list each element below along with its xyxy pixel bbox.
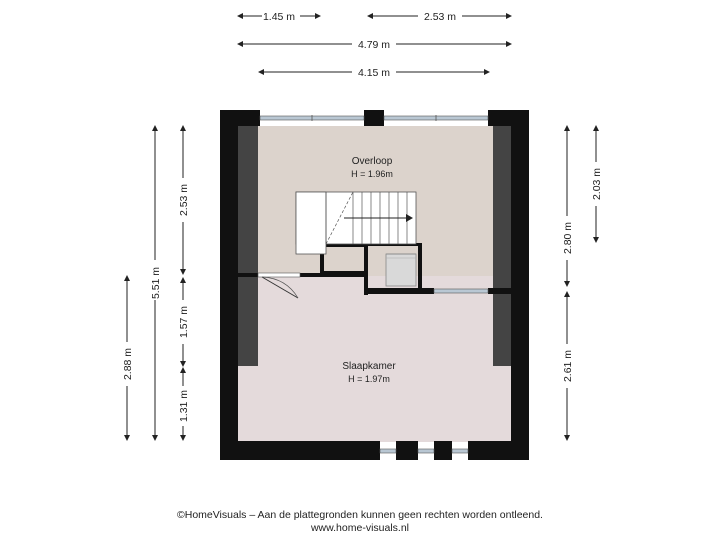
dim-left-middle: 1.57 m bbox=[178, 306, 190, 338]
top-windows bbox=[259, 115, 489, 121]
storage-cupboard bbox=[385, 253, 417, 287]
dim-right-upper-outer: 2.03 m bbox=[591, 168, 603, 200]
footer-disclaimer: ©HomeVisuals – Aan de plattegronden kunn… bbox=[177, 509, 543, 521]
outer-walls bbox=[220, 110, 529, 460]
dim-top-right: 2.53 m bbox=[424, 11, 456, 23]
dim-right-upper: 2.80 m bbox=[562, 222, 574, 254]
interior-walls bbox=[238, 243, 512, 295]
slaapkamer-floor bbox=[237, 276, 512, 442]
dim-top-left: 1.45 m bbox=[263, 11, 295, 23]
room-height-overloop: H = 1.96m bbox=[351, 169, 393, 179]
dim-left-total: 5.51 m bbox=[150, 267, 162, 299]
bedroom-door bbox=[257, 272, 301, 299]
dim-left-lower: 1.31 m bbox=[178, 390, 190, 422]
interior-glass bbox=[433, 288, 489, 294]
dim-left-upper: 2.53 m bbox=[178, 184, 190, 216]
room-name-overloop: Overloop bbox=[352, 156, 393, 167]
footer-website[interactable]: www.home-visuals.nl bbox=[310, 522, 410, 534]
dim-overall-width: 4.79 m bbox=[358, 39, 390, 51]
bottom-windows bbox=[379, 448, 469, 454]
room-name-slaapkamer: Slaapkamer bbox=[342, 361, 396, 372]
dim-right-lower: 2.61 m bbox=[562, 350, 574, 382]
dim-inner-width: 4.15 m bbox=[358, 67, 390, 79]
dim-left-total-outer: 2.88 m bbox=[122, 348, 134, 380]
room-height-slaapkamer: H = 1.97m bbox=[348, 374, 390, 384]
sloped-ceiling-right bbox=[493, 126, 512, 366]
sloped-ceiling-left bbox=[237, 126, 258, 366]
staircase bbox=[295, 191, 417, 255]
